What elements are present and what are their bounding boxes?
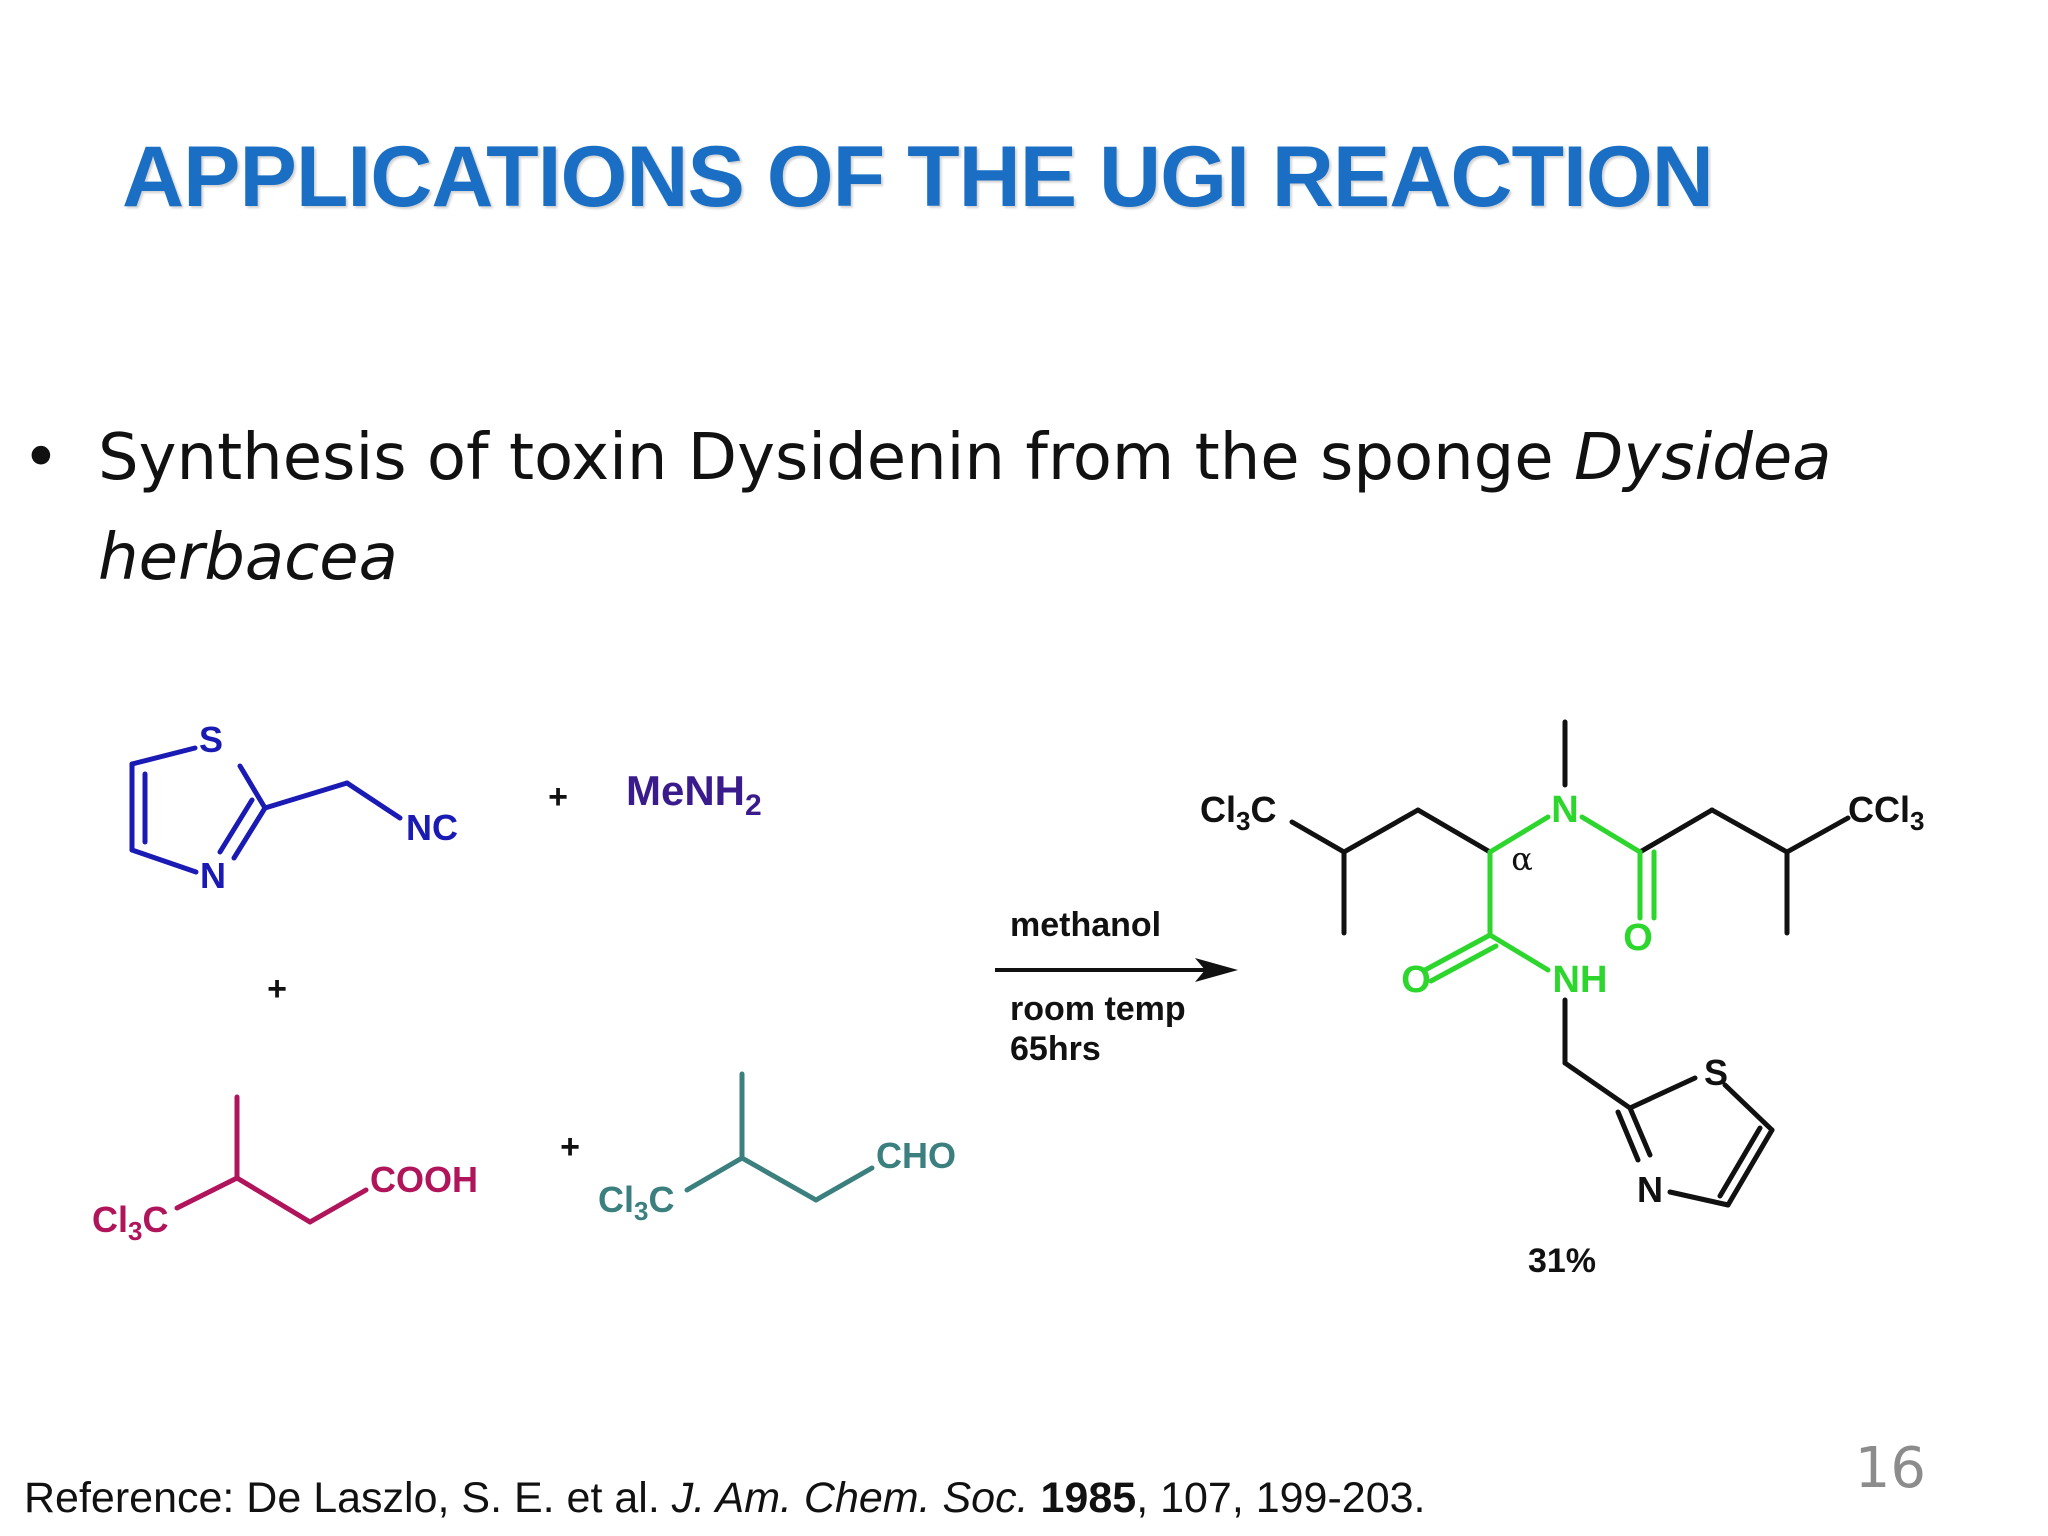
product-ccl3-label: CCl3 xyxy=(1848,789,1924,836)
plus-sign-2: + xyxy=(267,970,287,1008)
amine-subscript: 2 xyxy=(745,789,762,822)
amine-label: MeNH2 xyxy=(626,767,762,822)
plus-sign-3: + xyxy=(560,1128,580,1166)
reference-year: 1985 xyxy=(1040,1474,1137,1522)
aldehyde-cl-text: Cl xyxy=(598,1179,634,1220)
aldehyde-cl3c-label: Cl3C xyxy=(598,1179,674,1226)
condition-solvent: methanol xyxy=(1010,906,1161,944)
product-cl3c-label: Cl3C xyxy=(1200,789,1276,836)
aldehyde-cl-subscript: 3 xyxy=(634,1196,648,1226)
isocyanide-s-label: S xyxy=(199,719,223,760)
page-number: 16 xyxy=(1854,1436,1926,1501)
reference-prefix: Reference: De Laszlo, S. E. et al. xyxy=(24,1474,672,1522)
condition-temperature: room temp xyxy=(1010,990,1186,1028)
acid-c-text: C xyxy=(142,1199,168,1240)
acid-reactant xyxy=(174,1094,369,1225)
amine-text: MeNH xyxy=(626,767,745,814)
product-n-label: N xyxy=(1551,789,1578,831)
isocyanide-reactant xyxy=(129,745,403,875)
isocyanide-nc-label: NC xyxy=(406,807,458,848)
product-c-text: C xyxy=(1250,789,1276,830)
product-cl-text: Cl xyxy=(1200,789,1236,830)
acid-cl3c-label: Cl3C xyxy=(92,1199,168,1246)
yield-label: 31% xyxy=(1528,1242,1596,1280)
reference-journal: J. Am. Chem. Soc. xyxy=(671,1474,1029,1522)
product-skeleton xyxy=(1289,719,1851,1208)
product-ccl-text: CCl xyxy=(1848,789,1910,830)
reference-citation: Reference: De Laszlo, S. E. et al. J. Am… xyxy=(24,1474,1425,1523)
bullet-text-italic: Dysidea herbacea xyxy=(98,421,1832,595)
product-ugi-core xyxy=(1422,814,1657,984)
condition-time: 65hrs xyxy=(1010,1030,1101,1068)
bullet-marker: • xyxy=(22,421,60,495)
acid-cl-text: Cl xyxy=(92,1199,128,1240)
product-thiazole-n-label: N xyxy=(1637,1169,1663,1210)
product-nh-label: NH xyxy=(1553,959,1608,1001)
aldehyde-c-text: C xyxy=(648,1179,674,1220)
isocyanide-n-label: N xyxy=(200,855,226,896)
acid-cooh-label: COOH xyxy=(370,1159,478,1200)
reference-suffix: , 107, 199-203. xyxy=(1136,1474,1426,1522)
slide-title: APPLICATIONS OF THE UGI REACTION xyxy=(122,129,1714,225)
plus-sign-1: + xyxy=(548,778,568,816)
product-cl-subscript: 3 xyxy=(1236,806,1250,836)
reaction-arrow xyxy=(995,958,1238,982)
product-ccl-subscript: 3 xyxy=(1910,806,1924,836)
bullet-text-plain: Synthesis of toxin Dysidenin from the sp… xyxy=(98,421,1574,495)
product-o-right-label: O xyxy=(1623,917,1653,959)
product-s-label: S xyxy=(1704,1052,1728,1093)
acid-cl-subscript: 3 xyxy=(128,1216,142,1246)
bullet-text: Synthesis of toxin Dysidenin from the sp… xyxy=(98,408,1918,608)
product-alpha-label: α xyxy=(1511,840,1533,878)
aldehyde-reactant xyxy=(684,1071,875,1203)
aldehyde-cho-label: CHO xyxy=(876,1135,956,1176)
product-o-left-label: O xyxy=(1401,959,1431,1001)
